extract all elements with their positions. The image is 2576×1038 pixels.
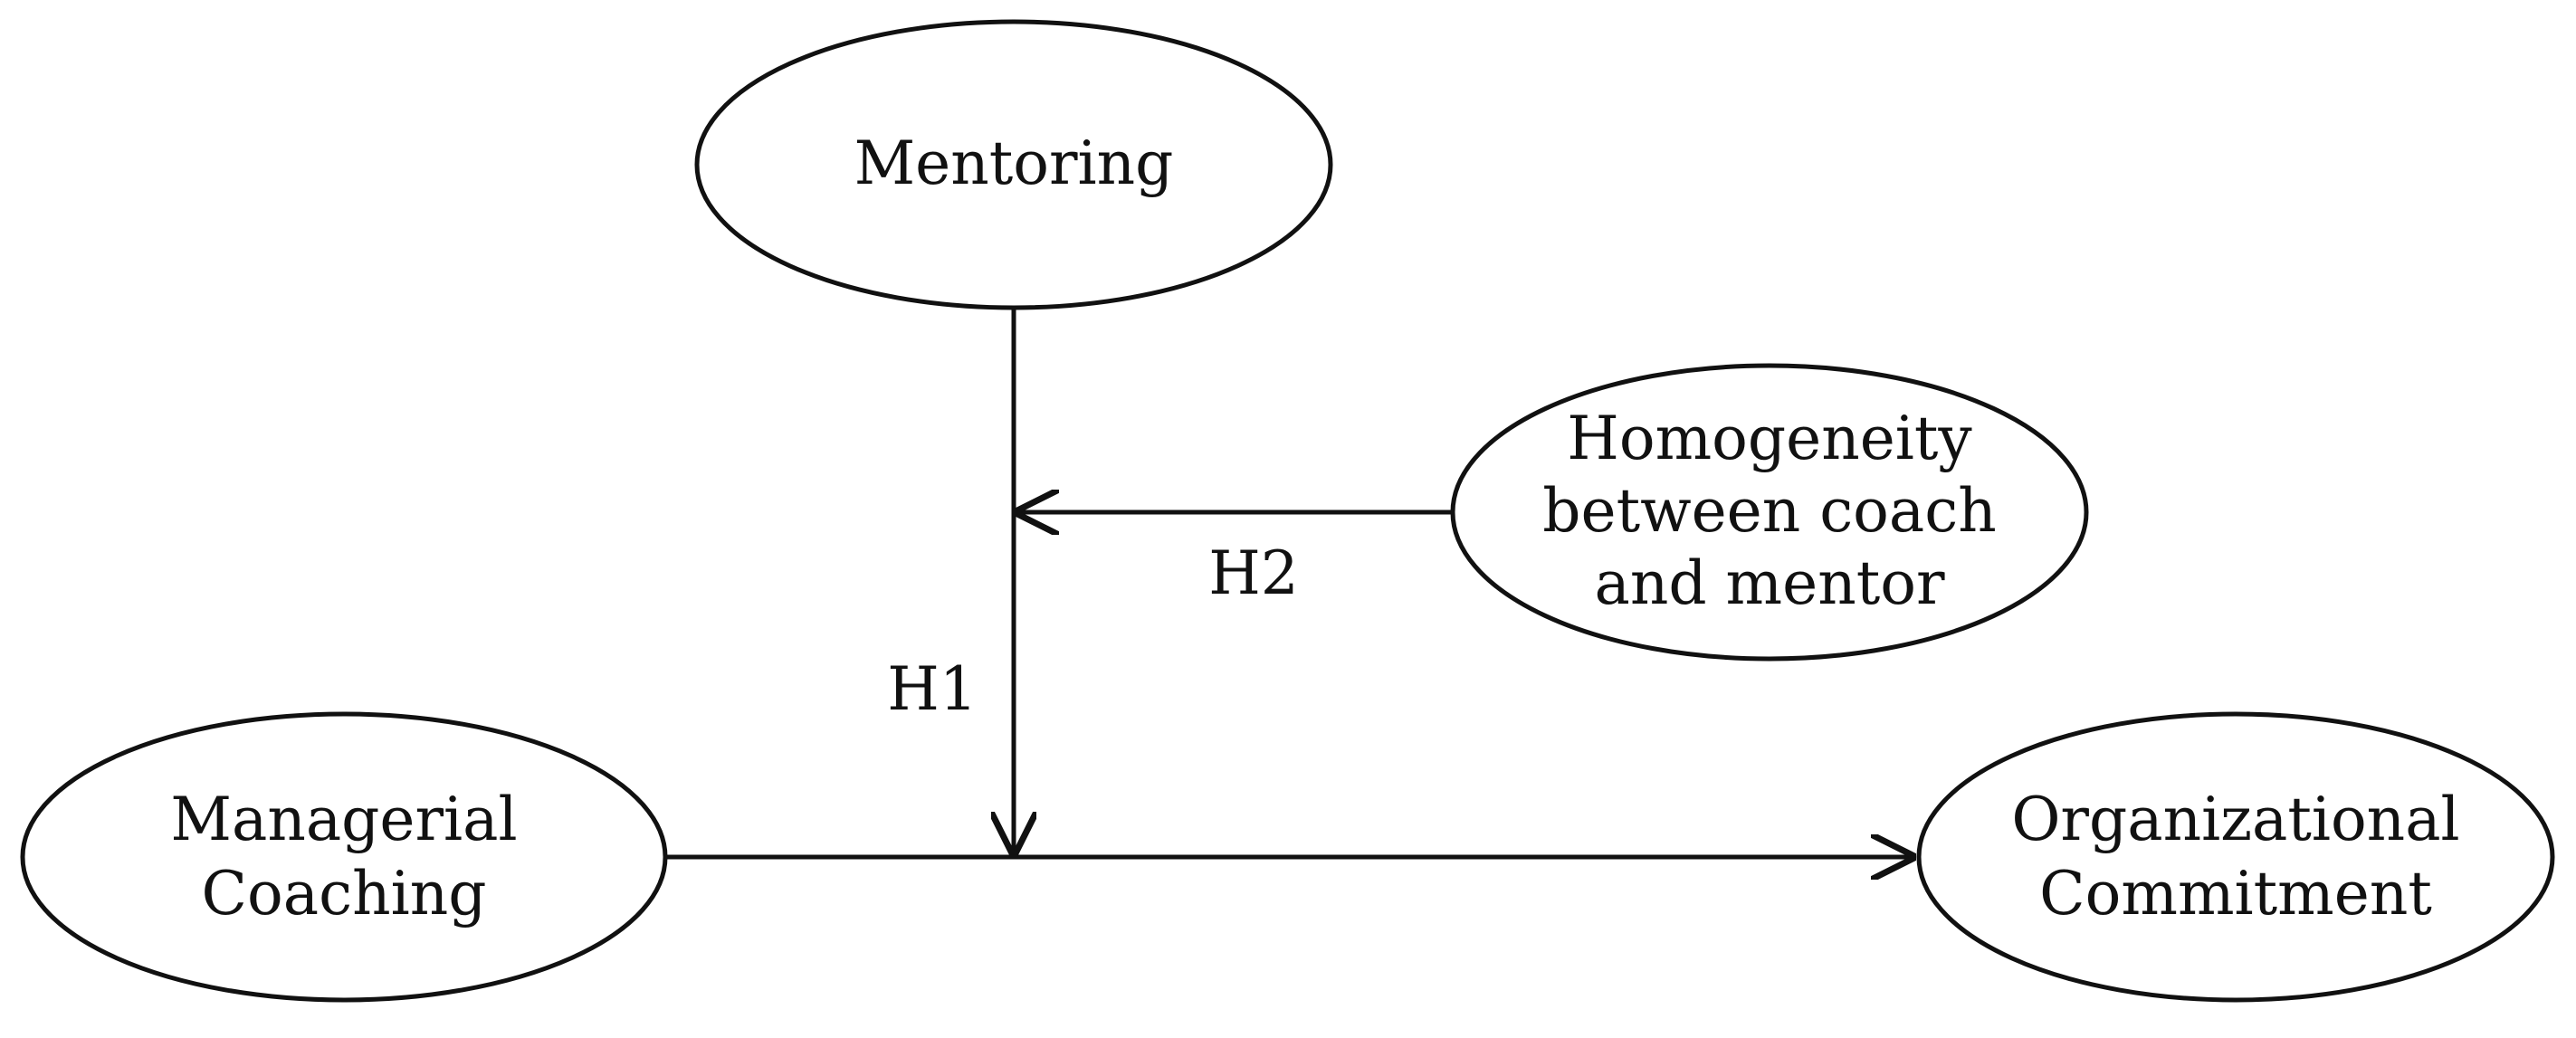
node-managerial-coaching-label-line-2: Coaching	[202, 859, 487, 928]
node-mentoring-label: Mentoring	[854, 129, 1174, 198]
node-managerial-coaching: Managerial Coaching	[20, 711, 668, 1003]
node-homogeneity-label-line-1: Homogeneity	[1567, 404, 1972, 473]
node-mentoring: Mentoring	[694, 19, 1333, 310]
node-homogeneity-label-line-3: and mentor	[1594, 548, 1944, 618]
node-managerial-coaching-label-line-1: Managerial	[170, 785, 517, 854]
node-organizational-commitment: Organizational Commitment	[1916, 711, 2555, 1003]
node-organizational-commitment-ellipse	[1916, 711, 2555, 1003]
node-homogeneity-label-line-2: between coach	[1542, 476, 1996, 546]
node-mentoring-ellipse	[694, 19, 1333, 310]
node-homogeneity: Homogeneity between coach and mentor	[1450, 363, 2089, 662]
node-managerial-coaching-ellipse	[20, 711, 668, 1003]
node-homogeneity-ellipse	[1450, 363, 2089, 662]
edge-label-h1: H1	[887, 654, 978, 724]
node-organizational-commitment-label-line-1: Organizational	[2011, 785, 2459, 854]
node-organizational-commitment-label-line-2: Commitment	[2039, 859, 2432, 928]
edge-label-h2: H2	[1208, 538, 1299, 608]
